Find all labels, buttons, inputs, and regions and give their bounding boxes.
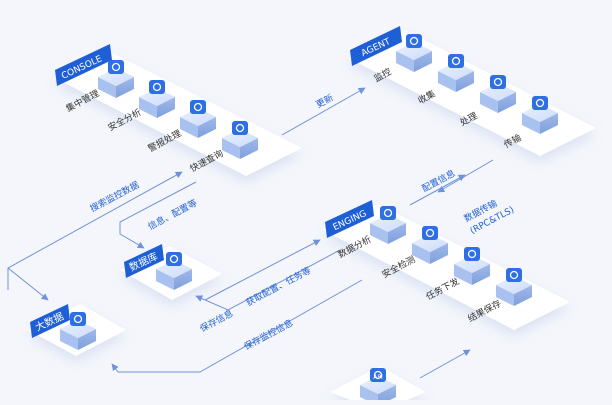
console-tile-1 <box>98 60 134 98</box>
alert-icon <box>190 100 206 114</box>
arrow-engine-to-database <box>195 249 341 311</box>
monitor-icon <box>108 60 124 74</box>
database-tile <box>156 252 192 290</box>
api-icon <box>370 368 386 382</box>
analysis-icon <box>380 206 396 220</box>
api-title: API <box>373 374 383 381</box>
flow-labels: 更新 配置信息 数据传输 (RPC&TLS) 搜索监控数据 信息、配置等 获取配… <box>88 92 516 353</box>
arrow-agent-to-engine <box>437 159 494 193</box>
arrow-api-to-engine <box>419 349 471 379</box>
agent-tile-4 <box>522 96 558 134</box>
console-tile-2 <box>139 80 175 118</box>
transfer-icon <box>532 96 548 110</box>
console-tile-3 <box>180 100 216 138</box>
chart-icon <box>149 80 165 94</box>
label-save-info: 保存信息 <box>198 307 235 335</box>
label-get-config: 获取配置、任务等 <box>244 264 313 308</box>
wrench-icon <box>490 75 506 89</box>
engine-tile-2 <box>412 226 448 264</box>
save-icon <box>506 268 522 282</box>
engine-tile-3 <box>454 247 490 285</box>
arrow-console-to-agent <box>281 87 366 136</box>
collect-icon <box>448 54 464 68</box>
engine-tile-4 <box>496 268 532 306</box>
arrow-console-to-database <box>119 181 197 249</box>
flow-arrows <box>7 87 494 379</box>
cube-cluster-icon <box>70 312 86 326</box>
agent-tile-2 <box>438 54 474 92</box>
agent-tile-3 <box>480 75 516 113</box>
task-icon <box>464 247 480 261</box>
label-config-info: 配置信息 <box>420 167 457 195</box>
label-info-config: 信息、配置等 <box>146 197 199 233</box>
shield-icon <box>422 226 438 240</box>
engine-tile-1 <box>370 206 406 244</box>
bigdata-tile <box>60 312 96 350</box>
database-icon <box>166 252 182 266</box>
arrow-engine-to-bigdata <box>111 279 363 373</box>
agent-tile-1 <box>396 34 432 72</box>
arrow-database-to-engine <box>204 239 321 301</box>
tiles-layer: API <box>60 34 558 405</box>
search-icon <box>232 121 248 135</box>
console-tile-4 <box>222 121 258 159</box>
engine-panel <box>323 204 570 330</box>
label-save-monitor: 保存监控信息 <box>242 317 295 353</box>
console-panel <box>55 52 302 176</box>
label-update: 更新 <box>314 92 336 111</box>
arrow-console-to-bigdata <box>7 267 49 301</box>
eye-icon <box>406 34 422 48</box>
